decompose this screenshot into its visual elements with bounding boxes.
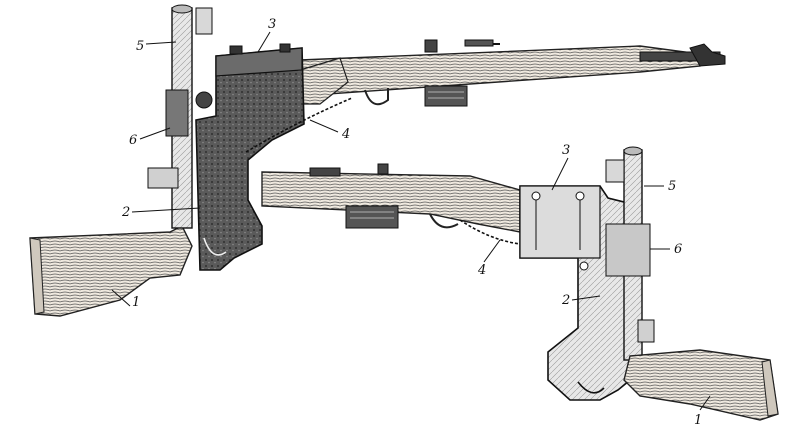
bottom-rifle-assembly: 3 5 6 2 4 1 (261, 143, 779, 428)
bottom-clamp (579, 223, 651, 277)
top-label-3: 3 (268, 17, 276, 32)
top-label-2: 2 (121, 205, 130, 220)
top-label-5: 5 (136, 39, 144, 54)
bottom-leader-lines (483, 157, 711, 411)
top-barrel (299, 39, 726, 97)
bottom-chain (459, 219, 521, 245)
top-magazine (424, 85, 468, 107)
bottom-label-2: 2 (561, 293, 570, 308)
bottom-magazine (345, 205, 399, 229)
top-label-4: 4 (341, 127, 350, 142)
bottom-label-5: 5 (668, 179, 676, 194)
bottom-label-3: 3 (562, 143, 570, 158)
bottom-label-6: 6 (674, 242, 682, 257)
top-leader-lines (111, 31, 339, 307)
bottom-label-4: 4 (477, 263, 486, 278)
bottom-adapter-body (519, 185, 641, 401)
bottom-forestock (261, 163, 521, 233)
bottom-label-1: 1 (694, 413, 702, 428)
top-chain (245, 97, 353, 153)
top-periscope-tube (147, 4, 213, 229)
top-adapter-body (195, 43, 305, 271)
top-rifle-assembly: 5 6 2 1 3 4 (29, 4, 726, 317)
bottom-stock (623, 349, 779, 421)
top-clamp (165, 89, 213, 137)
top-stock (29, 57, 349, 317)
top-trigger-guard (364, 88, 389, 106)
bottom-trigger-guard (429, 213, 459, 229)
top-label-1: 1 (132, 295, 140, 310)
top-label-6: 6 (129, 133, 137, 148)
